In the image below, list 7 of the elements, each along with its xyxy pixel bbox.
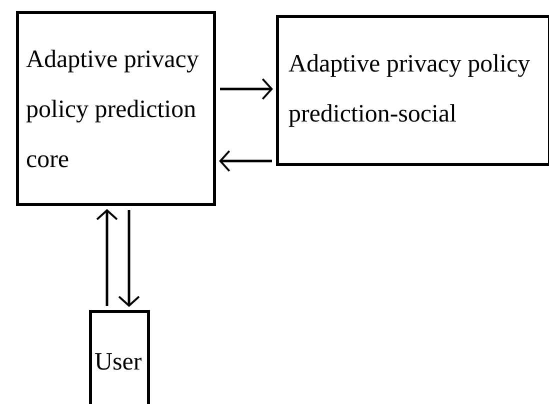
process-box: Adaptive privacy policy prediction-social [276,15,549,166]
arrow [118,210,140,307]
process-box: User [89,310,150,404]
process-box: Adaptive privacy policy prediction core [16,11,216,206]
arrow [96,208,118,306]
arrow [219,150,272,172]
arrow [220,78,273,100]
